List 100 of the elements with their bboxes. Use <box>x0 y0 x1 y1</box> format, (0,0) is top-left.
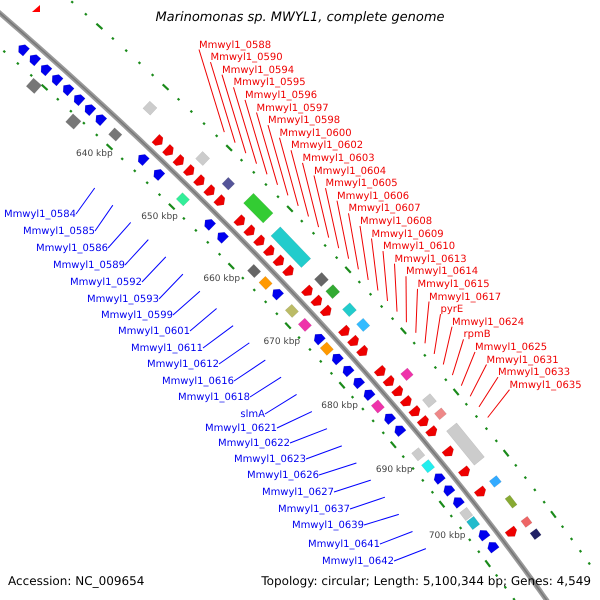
gene-label: Mmwyl1_0586 <box>36 242 108 254</box>
leader-line <box>350 496 386 510</box>
gene-label: Mmwyl1_0635 <box>510 378 582 392</box>
gene-label: Mmwyl1_0585 <box>22 224 95 238</box>
gene-label: Mmwyl1_0621 <box>204 422 277 434</box>
leader-line <box>264 394 298 414</box>
scale-label: 680 kbp <box>321 401 358 412</box>
leader-line <box>460 351 476 386</box>
gene-label: Mmwyl1_0602 <box>291 139 364 152</box>
scale-label: 690 kbp <box>376 465 413 476</box>
gene-label: Mmwyl1_0596 <box>245 88 318 102</box>
gene-label: Mmwyl1_0624 <box>452 316 524 329</box>
gene-label: Mmwyl1_0609 <box>372 228 444 240</box>
gene-label: rpmB <box>464 328 491 342</box>
gene-label: Mmwyl1_0590 <box>210 51 283 64</box>
leader-line <box>314 175 330 238</box>
leader-line <box>360 225 369 280</box>
leader-line <box>172 290 200 316</box>
gene-label: Mmwyl1_0598 <box>268 114 340 128</box>
gene-label: Mmwyl1_0610 <box>383 240 456 254</box>
gene-label: Mmwyl1_0625 <box>475 340 548 354</box>
gene-label: Mmwyl1_0608 <box>360 214 432 228</box>
gene-label: Mmwyl1_0600 <box>280 126 352 140</box>
leader-line <box>76 188 96 214</box>
leader-line <box>470 364 487 397</box>
scale-label: 670 kbp <box>263 337 300 348</box>
gene-label: Mmwyl1_0639 <box>292 518 364 532</box>
gene-label: Mmwyl1_0617 <box>429 290 502 304</box>
leader-line <box>415 288 418 334</box>
gene-label: Mmwyl1_0599 <box>100 308 173 322</box>
gene-label: Mmwyl1_0597 <box>256 102 329 114</box>
leader-line <box>256 112 278 186</box>
gene-label: Mmwyl1_0604 <box>314 164 386 178</box>
leader-line <box>124 239 149 266</box>
scale-label: 700 kbp <box>428 531 466 542</box>
leader-line <box>218 342 250 364</box>
leader-line <box>318 462 357 476</box>
gene-label: Mmwyl1_0589 <box>52 258 125 272</box>
leader-line <box>371 238 378 291</box>
leader-line <box>394 548 426 562</box>
leader-line <box>250 376 282 398</box>
leader-line <box>364 514 400 526</box>
gene-label: Mmwyl1_0616 <box>162 374 234 388</box>
leader-line <box>94 204 114 232</box>
leader-line <box>142 256 166 282</box>
leader-line <box>190 308 218 332</box>
leader-line <box>325 188 340 249</box>
gene-label: Mmwyl1_0588 <box>199 38 272 52</box>
leader-line <box>380 531 413 544</box>
gene-label: Mmwyl1_0626 <box>246 468 319 482</box>
gene-label: Mmwyl1_0593 <box>86 292 159 306</box>
gene-label: Mmwyl1_0603 <box>302 152 375 165</box>
gene-label: Mmwyl1_0584 <box>4 208 76 220</box>
gene-label: pyrE <box>440 303 464 316</box>
gene-label: Mmwyl1_0605 <box>326 177 398 190</box>
leader-line <box>290 150 309 217</box>
gene-label: Mmwyl1_0641 <box>308 538 380 550</box>
gene-label: Mmwyl1_0614 <box>406 265 478 278</box>
gene-label: Mmwyl1_0633 <box>498 366 570 380</box>
leader-line <box>442 326 452 365</box>
leader-line <box>424 301 430 344</box>
leader-line <box>233 86 257 164</box>
leader-line <box>336 200 350 260</box>
title: Marinomonas sp. MWYL1, complete genome <box>154 10 446 26</box>
leader-line <box>382 250 388 302</box>
leader-line <box>306 445 342 460</box>
leader-line <box>406 276 407 323</box>
leader-line <box>290 428 328 444</box>
leader-line <box>210 62 236 144</box>
gene-label: Mmwyl1_0595 <box>234 76 306 90</box>
leader-line <box>268 124 288 196</box>
scale-label: 640 kbp <box>76 149 113 160</box>
gene-label: Mmwyl1_0612 <box>146 358 219 370</box>
gene-label: Mmwyl1_0607 <box>348 202 421 216</box>
gene-label: Mmwyl1_0606 <box>337 190 410 203</box>
scale-label: 660 kbp <box>203 274 240 285</box>
accession-text: Accession: NC_009654 <box>8 574 144 589</box>
leader-line <box>279 137 299 206</box>
leader-line <box>302 162 320 228</box>
leader-line <box>394 263 398 312</box>
genome-info-text: Topology: circular; Length: 5,100,344 bp; Genes: 4,549 <box>261 574 591 589</box>
leader-line <box>452 338 464 376</box>
leader-line <box>276 411 312 428</box>
gene-label: Mmwyl1_0627 <box>262 486 334 498</box>
leader-line <box>348 212 359 270</box>
leader-line <box>487 389 510 418</box>
gene-label: Mmwyl1_0618 <box>178 390 250 404</box>
gene-label: Mmwyl1_0622 <box>218 436 290 450</box>
gene-label: Mmwyl1_0594 <box>222 64 294 77</box>
leader-line <box>244 99 268 175</box>
leader-line <box>222 74 246 154</box>
gene-label: Mmwyl1_0642 <box>322 554 394 568</box>
leader-line <box>158 274 184 300</box>
gene-label: Mmwyl1_0623 <box>234 452 306 466</box>
gene-label: Mmwyl1_0613 <box>394 252 467 266</box>
leader-line <box>434 314 441 354</box>
leader-line <box>478 376 498 408</box>
leader-line <box>202 325 234 348</box>
gene-label: Mmwyl1_0611 <box>130 342 203 354</box>
gene-label: Mmwyl1_0637 <box>278 502 350 516</box>
